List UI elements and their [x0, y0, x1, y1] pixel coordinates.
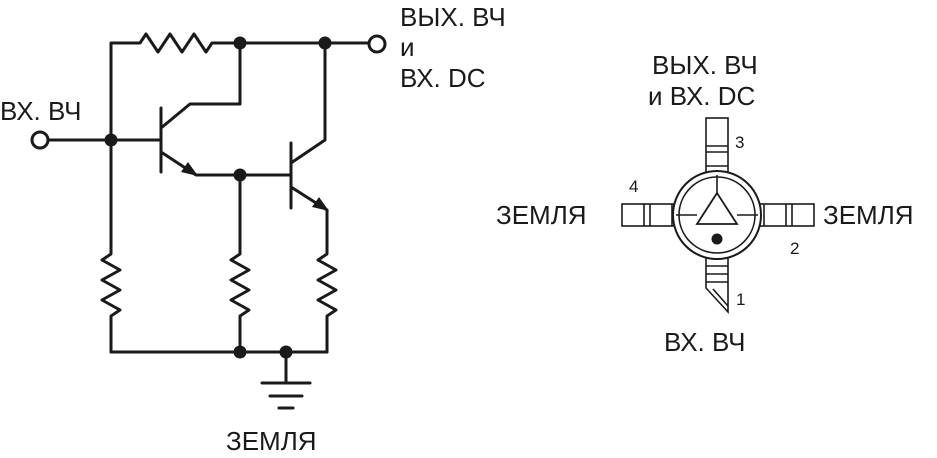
pkg-bottom-label: ВХ. ВЧ: [664, 327, 746, 357]
pin-number-4: 4: [629, 177, 638, 196]
rf-out-label-line2: и: [400, 32, 415, 62]
rf-out-terminal[interactable]: [367, 34, 387, 54]
amplifier-symbol: [695, 191, 739, 225]
ground-symbol: [260, 350, 312, 410]
package-body-outer: [672, 170, 762, 260]
rf-out-label-line3: ВХ. DC: [400, 63, 486, 93]
junction-dot: [104, 133, 118, 147]
ground-label: ЗЕМЛЯ: [226, 426, 317, 456]
junction-dot: [233, 168, 247, 182]
pkg-left-label: ЗЕМЛЯ: [496, 200, 587, 230]
junction-dot: [318, 36, 332, 50]
lead-pin1: [705, 253, 729, 315]
resistor-r-left: [100, 138, 122, 354]
rf-in-terminal[interactable]: [30, 130, 50, 150]
pin-number-1: 1: [736, 290, 745, 309]
transistor-q1: [159, 41, 242, 177]
pin1-marker-dot: [711, 233, 723, 245]
lead-pin3: [705, 117, 729, 177]
q2-emitter-arrow: [312, 197, 329, 211]
rf-in-label: ВХ. ВЧ: [0, 96, 82, 126]
resistor-r-right: [316, 248, 338, 354]
package-pinout: ВЫХ. ВЧ и ВХ. DC ЗЕМЛЯ ЗЕМЛЯ ВХ. ВЧ 3 4 …: [496, 50, 914, 357]
pkg-right-label: ЗЕМЛЯ: [823, 200, 914, 230]
pin-number-2: 2: [790, 239, 799, 258]
pin-number-3: 3: [735, 133, 744, 152]
lead-pin2: [755, 203, 815, 227]
pkg-top-label-line1: ВЫХ. ВЧ: [652, 50, 758, 80]
junction-dot: [233, 345, 247, 359]
junction-dot: [233, 36, 247, 50]
q1-emitter-arrow: [181, 162, 198, 176]
rf-out-label-line1: ВЫХ. ВЧ: [400, 2, 506, 32]
junction-dot: [279, 345, 293, 359]
lead-pin4: [621, 203, 681, 227]
pkg-top-label-line2: и ВХ. DC: [648, 81, 755, 111]
transistor-q2: [238, 41, 329, 252]
schematic: ВЫХ. ВЧ и ВХ. DC ВХ. ВЧ ЗЕМЛЯ: [0, 2, 506, 456]
resistor-r-middle: [229, 173, 251, 354]
top-rail-wire: [109, 32, 372, 142]
